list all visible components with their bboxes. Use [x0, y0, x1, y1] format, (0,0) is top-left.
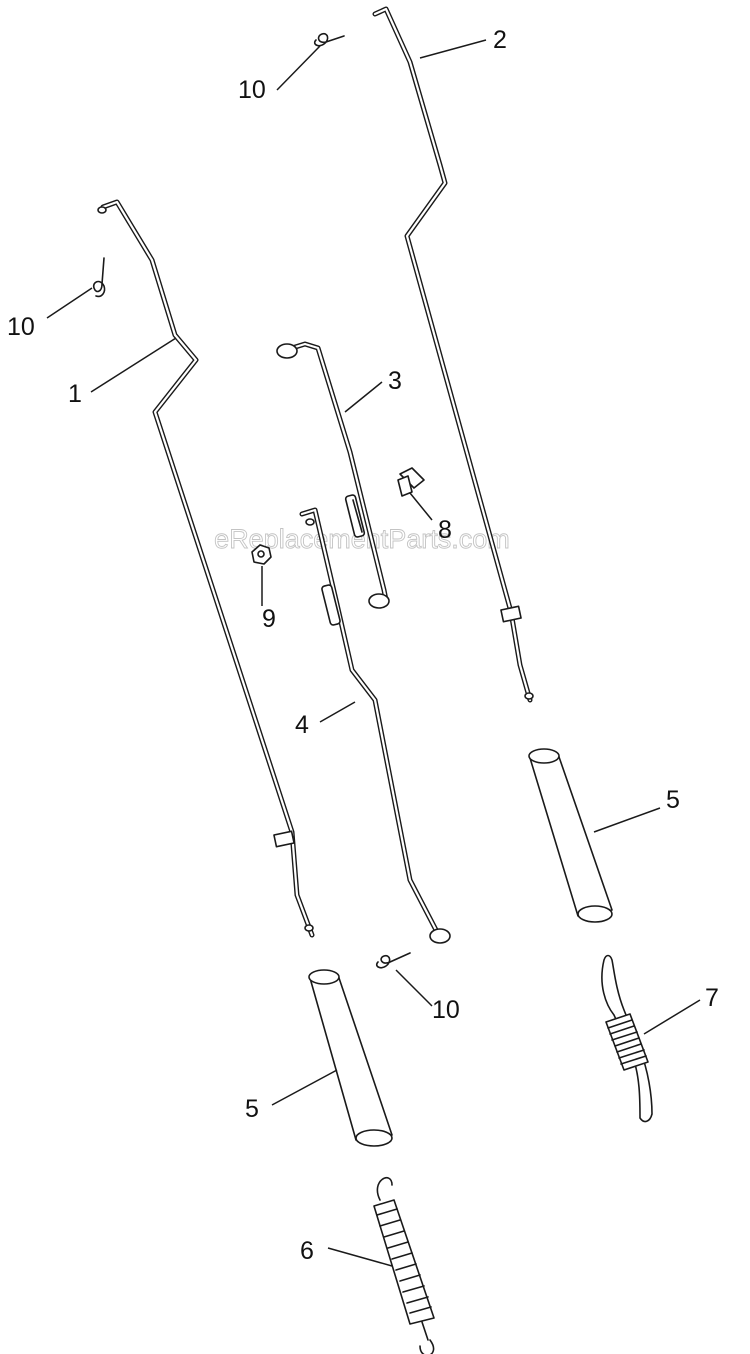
leader-3 — [344, 381, 383, 413]
leader-lines — [46, 39, 701, 1267]
part-4-link-bar — [299, 507, 451, 944]
part-8-bolt — [397, 467, 425, 497]
leader-6 — [327, 1247, 393, 1267]
part-5-grip-lower — [308, 969, 393, 1147]
callout-7: 7 — [705, 984, 719, 1012]
part-1-control-rod — [97, 199, 315, 938]
part-6-extension-spring — [373, 1177, 435, 1354]
leader-5b — [271, 1069, 338, 1106]
part-3-link-bar — [276, 341, 390, 609]
callout-3: 3 — [388, 367, 402, 395]
leader-10b — [46, 287, 93, 319]
leader-1 — [90, 337, 177, 393]
callout-8: 8 — [438, 516, 452, 544]
callout-10-bottom: 10 — [432, 996, 460, 1024]
callout-5-right: 5 — [666, 786, 680, 814]
callout-1: 1 — [68, 380, 82, 408]
callout-5-left: 5 — [245, 1095, 259, 1123]
part-10-hairpin-clip-top — [313, 32, 345, 47]
callout-2: 2 — [493, 26, 507, 54]
part-5-grip-upper — [528, 748, 613, 923]
part-7-loop-spring — [601, 954, 653, 1123]
part-2-control-rod — [372, 6, 534, 703]
leader-2 — [419, 39, 487, 59]
leader-8 — [409, 492, 433, 521]
callout-9: 9 — [262, 605, 276, 633]
part-9-nut — [251, 544, 272, 565]
spring-coils — [376, 1208, 432, 1314]
callout-6: 6 — [300, 1237, 314, 1265]
leader-10c — [395, 969, 433, 1007]
part-10-hairpin-clip-left — [92, 257, 106, 298]
leader-5a — [593, 807, 661, 833]
callout-10-left: 10 — [7, 313, 35, 341]
part-10-hairpin-clip-bottom — [375, 952, 411, 969]
leader-7 — [643, 999, 701, 1035]
leader-4 — [319, 701, 356, 723]
callout-10-top: 10 — [238, 76, 266, 104]
callout-4: 4 — [295, 711, 309, 739]
leader-10a — [276, 45, 321, 91]
callout-labels: 10 10 1 2 3 8 9 4 5 10 7 5 6 — [7, 26, 719, 1265]
